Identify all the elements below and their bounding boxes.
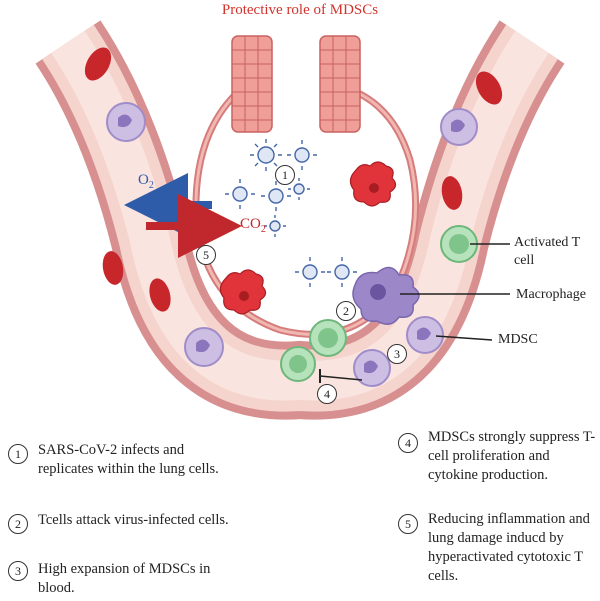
legend-text-3: High expansion of MDSCs in blood.: [38, 561, 211, 596]
virus: [295, 257, 325, 287]
legend-text-2: Tcells attack virus-infected cells.: [38, 512, 229, 528]
t-cells: [280, 225, 478, 382]
label-macrophage: Macrophage: [516, 287, 586, 302]
mdsc-cells: [106, 102, 478, 387]
red-blood-cells: [84, 47, 503, 312]
legend-text-4: MDSCs strongly suppress T-cell prolifera…: [428, 429, 596, 483]
mdsc-cell: [184, 327, 224, 367]
mdsc-cell: [106, 102, 146, 142]
t-cell: [440, 225, 478, 263]
virus: [288, 178, 310, 200]
label-mdsc: MDSC: [498, 332, 538, 347]
infected-cell: [349, 161, 397, 207]
macrophage-cell: [352, 266, 420, 325]
mdsc-cell: [406, 316, 444, 354]
diagram-marker-2: 2: [336, 301, 356, 321]
virus: [287, 140, 317, 170]
o2-text: O: [138, 172, 149, 188]
virus: [261, 181, 291, 211]
t-cell: [280, 346, 316, 382]
legend-number-4: 4: [398, 433, 418, 453]
red-blood-cell: [149, 278, 171, 312]
alveolus-illustration: [35, 20, 565, 420]
legend-number-3: 3: [8, 561, 28, 581]
virus: [264, 215, 286, 237]
red-blood-cell: [441, 176, 463, 210]
pointer-mdsc: [435, 335, 493, 341]
red-blood-cell: [102, 251, 124, 285]
t-cell: [309, 319, 347, 357]
legend-number-2: 2: [8, 514, 28, 534]
infected-cell: [219, 269, 267, 315]
infected-cells: [219, 161, 397, 315]
legend-text-1: SARS-CoV-2 infects and replicates within…: [38, 442, 219, 477]
co2-text: CO: [240, 216, 261, 232]
co2-label: CO2: [240, 216, 266, 235]
diagram-marker-4: 4: [317, 384, 337, 404]
inhibition-line: [319, 375, 363, 381]
diagram-marker-1: 1: [275, 165, 295, 185]
legend-number-5: 5: [398, 514, 418, 534]
diagram-title: Protective role of MDSCs: [221, 2, 379, 18]
viruses: [225, 139, 357, 287]
virus: [250, 139, 282, 171]
label-activated-t-cell: Activated T cell: [514, 235, 580, 268]
red-blood-cell: [84, 47, 112, 81]
o2-subscript: 2: [148, 180, 154, 191]
legend-number-1: 1: [8, 444, 28, 464]
legend-text-5: Reducing inflammation and lung damage in…: [428, 511, 590, 584]
virus: [327, 257, 357, 287]
diagram-marker-5: 5: [196, 245, 216, 265]
co2-subscript: 2: [260, 224, 266, 235]
diagram-marker-3: 3: [387, 344, 407, 364]
red-blood-cell: [475, 71, 503, 105]
o2-label: O2: [138, 172, 154, 191]
mdsc-cell: [440, 108, 478, 146]
mdsc-cell: [353, 349, 391, 387]
